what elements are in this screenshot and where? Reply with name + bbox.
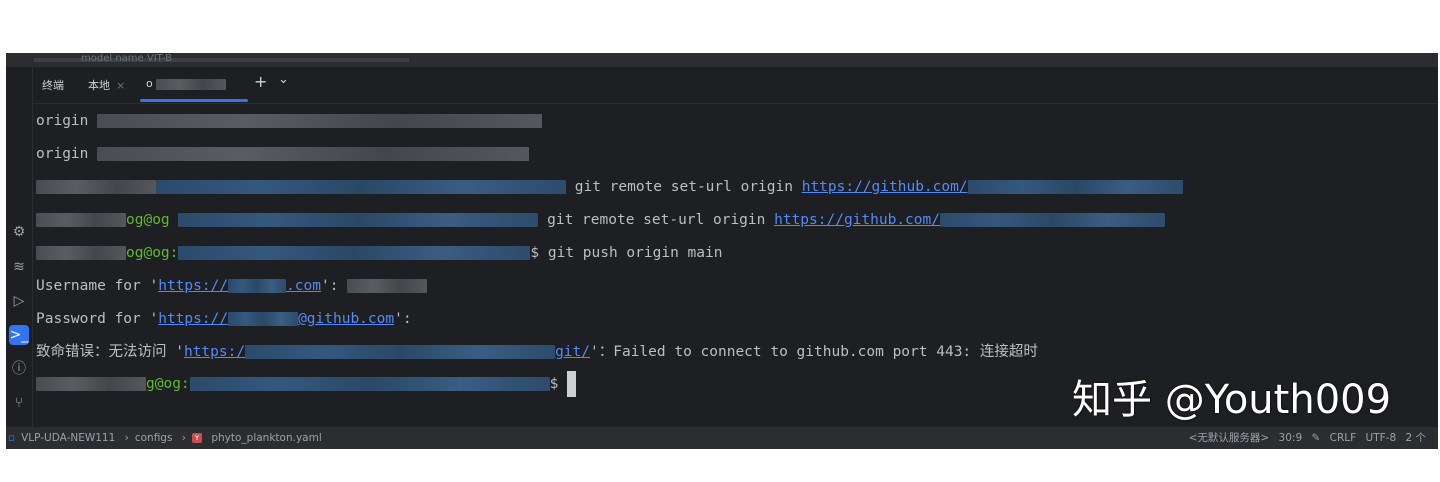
redacted-path [156,180,566,194]
terminal-line: Username for 'https://.com': [36,276,428,296]
run-icon[interactable]: ▷ [13,293,25,309]
problems-icon[interactable]: ⓘ [12,361,26,377]
redacted-text [97,147,530,161]
python-icon[interactable]: ⚙ [12,224,26,240]
tab-dropdown-icon[interactable]: ⌄ [278,72,289,87]
terminal-tabs: 终端 本地 × o + ⌄ [32,67,1438,104]
url-link[interactable]: https://github.com/ [774,212,940,228]
terminal-line: og@og:$ git push origin main [36,243,722,263]
cursor-position[interactable]: 30:9 [1278,432,1303,444]
terminal-cursor [567,371,577,397]
redacted-path [178,213,539,227]
edit-icon[interactable]: ✎ [1311,432,1321,444]
watermark: 知乎 @Youth009 [1072,377,1392,423]
tool-window-bar: ⚙ ≋ ▷ >_ ⓘ ⑂ [6,67,33,427]
scroll-region [34,58,409,62]
editor-breadcrumb-strip: model name VIT-B [6,53,1438,67]
server-status[interactable]: <无默认服务器> [1188,432,1270,444]
chevron-right-icon: › [124,432,129,444]
tab-label: o [146,77,153,90]
redacted-path [189,377,550,391]
chevron-right-icon: › [181,432,186,444]
terminal-line: git remote set-url origin https://github… [36,177,1183,197]
project-icon: ▫ [8,432,16,444]
editor-breadcrumb[interactable]: model name VIT-B [81,53,172,64]
terminal-line: origin [36,144,530,164]
active-tab-indicator [140,99,248,102]
tab-label: 本地 [88,79,110,92]
url-link[interactable]: https://.com [158,278,321,294]
add-tab-button[interactable]: + [254,72,268,91]
breadcrumb-folder[interactable]: configs [134,432,173,444]
terminal-line: origin [36,111,543,131]
url-link[interactable]: https://@github.com [158,311,395,327]
close-icon[interactable]: × [116,79,126,92]
breadcrumb-project[interactable]: VLP-UDA-NEW111 [21,432,116,444]
tab-local[interactable]: 本地 × [88,77,125,93]
breadcrumb-file[interactable]: phyto_plankton.yaml [211,432,322,444]
terminal-line: g@og:$ [36,369,577,399]
terminal-line: 致命错误：无法访问 'https:/git/'：Failed to connec… [36,344,1038,360]
layers-icon[interactable]: ≋ [13,259,25,275]
tab-label: 终端 [42,79,64,92]
encoding[interactable]: UTF-8 [1365,432,1397,444]
terminal-line: og@og git remote set-url origin https://… [36,210,1165,230]
terminal-icon[interactable]: >_ [9,325,29,345]
tab-remote[interactable]: o [146,77,227,90]
tab-terminal[interactable]: 终端 [42,77,64,93]
ide-window: model name VIT-B ⚙ ≋ ▷ >_ ⓘ ⑂ 终端 本地 × o +… [6,53,1438,449]
indent[interactable]: 2 个 [1405,432,1426,444]
line-ending[interactable]: CRLF [1329,432,1357,444]
terminal-line: Password for 'https://@github.com': [36,311,412,327]
redacted-text [156,78,227,90]
redacted-text [97,114,543,128]
git-icon[interactable]: ⑂ [14,395,24,411]
url-link[interactable]: https://github.com/ [801,179,968,195]
status-bar: ▫ VLP-UDA-NEW111 › configs › Y phyto_plankt… [6,427,1438,449]
yaml-file-icon: Y [192,433,202,443]
redacted-path [178,246,531,260]
url-link[interactable]: https:/git/ [183,344,590,360]
status-right: <无默认服务器> 30:9 ✎ CRLF UTF-8 2 个 [1189,427,1432,449]
